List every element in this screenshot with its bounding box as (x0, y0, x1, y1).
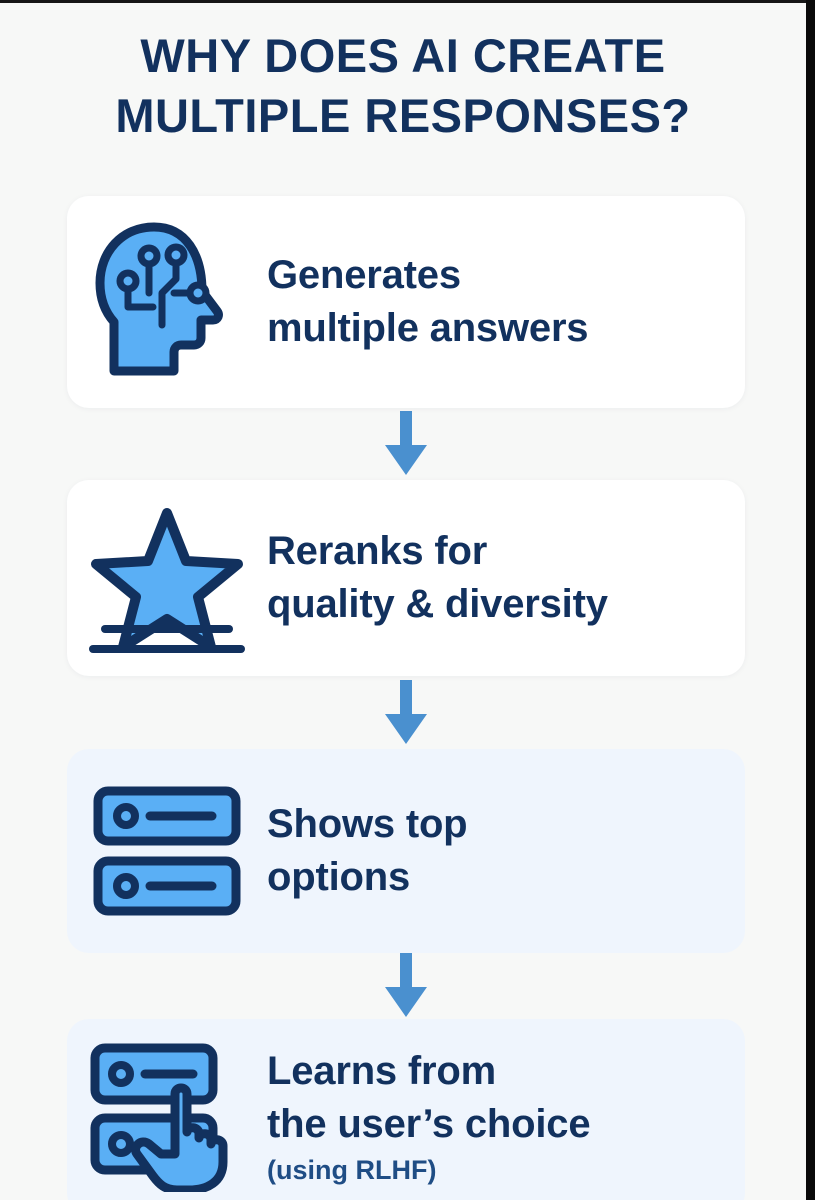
steps-flow: Generates multiple answers Reranks for q… (67, 196, 745, 1200)
top-edge-band (0, 0, 806, 3)
step-3-line-1: Shows top (267, 802, 468, 847)
step-1-line-2: multiple answers (267, 306, 589, 350)
step-3-line-2: options (267, 855, 411, 899)
step-card-reranks[interactable]: Reranks for quality & diversity (67, 480, 745, 676)
step-card-text: Shows top options (267, 798, 468, 904)
connector-2 (67, 676, 745, 749)
page-title-line-1: WHY DOES AI CREATE (140, 29, 666, 82)
step-4-subtitle: (using RLHF) (267, 1155, 437, 1186)
right-edge-band (806, 0, 815, 1200)
arrow-down-icon (385, 953, 427, 1017)
connector-3 (67, 953, 745, 1019)
page-title-line-2: MULTIPLE RESPONSES? (115, 89, 691, 143)
arrow-down-icon (385, 679, 427, 744)
step-card-generates[interactable]: Generates multiple answers (67, 196, 745, 408)
step-2-line-2: quality & diversity (267, 582, 608, 626)
step-4-line-2: the user’s choice (267, 1101, 591, 1146)
hand-pointer-select-icon (67, 1042, 267, 1192)
step-1-line-1: Generates (267, 253, 461, 298)
list-options-icon (67, 785, 267, 917)
arrow-down-icon (385, 411, 427, 475)
step-card-learns-from-user[interactable]: Learns from the user’s choice (using RLH… (67, 1019, 745, 1200)
step-card-text: Reranks for quality & diversity (267, 525, 608, 631)
step-card-shows-top-options[interactable]: Shows top options (67, 749, 745, 953)
ai-head-circuit-icon (67, 221, 267, 383)
step-card-text: Generates multiple answers (267, 249, 589, 355)
step-4-line-1: Learns from (267, 1048, 496, 1093)
step-2-line-1: Reranks for (267, 529, 488, 574)
step-card-text: Learns from the user’s choice (using RLH… (267, 1045, 591, 1189)
connector-1 (67, 408, 745, 480)
page-title: WHY DOES AI CREATE MULTIPLE RESPONSES? (0, 26, 806, 146)
star-rating-icon (67, 503, 267, 653)
